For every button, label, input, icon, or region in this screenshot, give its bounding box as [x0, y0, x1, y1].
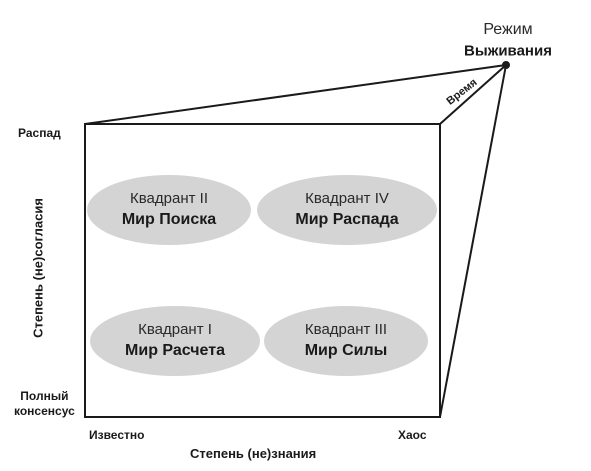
quadrant-iii-world: Мир Силы [304, 342, 388, 359]
quadrant-iv: Квадрант IV Мир Распада [295, 189, 398, 231]
y-axis-label: Степень (не)согласия [30, 198, 46, 338]
quadrant-iv-title: Квадрант IV [305, 190, 389, 207]
y-axis-bottom-label-line2: консенсус [14, 404, 75, 418]
quadrant-ii: Квадрант II Мир Поиска [122, 189, 216, 231]
quadrant-iii: Квадрант III Мир Силы [305, 320, 388, 362]
perspective-line-time [439, 64, 507, 125]
survival-point [502, 61, 510, 69]
quadrant-i-ellipse [90, 306, 260, 376]
y-axis-bottom-label-line1: Полный [20, 389, 69, 403]
quadrant-i: Квадрант I Мир Расчета [125, 320, 225, 362]
quadrant-ii-world: Мир Поиска [121, 211, 217, 228]
quadrant-ii-ellipse [87, 175, 251, 245]
quadrant-iv-world: Мир Распада [295, 211, 399, 228]
main-frame [84, 123, 441, 418]
quadrant-iii-title: Квадрант III [304, 321, 388, 338]
quadrant-i-world: Мир Расчета [125, 342, 225, 359]
y-axis-bottom-label: Полный консенсус [14, 389, 75, 419]
perspective-line-top [84, 64, 507, 125]
quadrant-iii-ellipse [264, 306, 428, 376]
quadrant-iv-ellipse [257, 175, 437, 245]
quadrant-ii-title: Квадрант II [130, 190, 208, 207]
x-axis-right-label: Хаос [398, 428, 427, 442]
survival-mode-title: Режим [483, 21, 533, 38]
quadrant-i-title: Квадрант I [138, 321, 212, 338]
y-axis-top-label: Распад [18, 126, 61, 140]
perspective-line-bottom [439, 64, 507, 418]
x-axis-label: Степень (не)знания [190, 446, 317, 461]
survival-mode-name: Выживания [464, 42, 552, 60]
x-axis-left-label: Известно [89, 428, 145, 442]
